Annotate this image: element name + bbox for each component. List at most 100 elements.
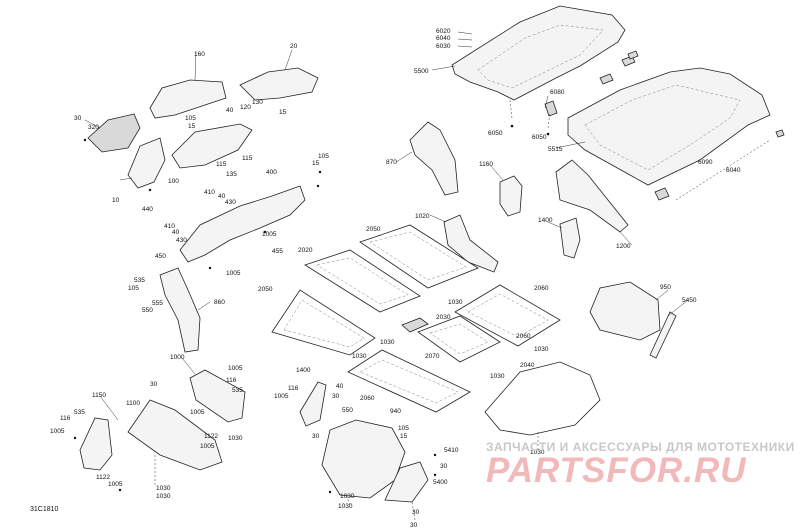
callout: 2060 xyxy=(516,333,531,340)
callout: 20 xyxy=(290,43,298,50)
callout: 1030 xyxy=(352,353,367,360)
bracket-1200 xyxy=(555,159,629,233)
callout: 1000 xyxy=(170,354,185,361)
callout: 1200 xyxy=(616,243,631,250)
callout: 15 xyxy=(312,160,320,167)
callout: 1005 xyxy=(226,270,241,277)
mat-2020 xyxy=(304,249,421,313)
callout: 1005 xyxy=(190,409,205,416)
callout: 5400 xyxy=(433,479,448,486)
panel-160 xyxy=(149,79,227,119)
panel-1150 xyxy=(79,417,113,471)
callout: 130 xyxy=(252,99,263,106)
callout: 1030 xyxy=(338,503,353,510)
panel-1160 xyxy=(499,175,523,217)
callout: 115 xyxy=(216,161,227,168)
callout: 135 xyxy=(226,171,237,178)
roof-leaders xyxy=(431,31,771,201)
callout: 5500 xyxy=(414,68,429,75)
panel-5400 xyxy=(384,461,429,503)
callout: 1100 xyxy=(126,400,140,407)
callout: 115 xyxy=(242,155,253,162)
callout: 15 xyxy=(188,123,196,130)
panel-1020 xyxy=(443,214,499,273)
roof-frame-5515 xyxy=(567,67,771,186)
callout: 6050 xyxy=(488,130,503,137)
callout: 30 xyxy=(410,522,418,529)
callout: 5450 xyxy=(682,297,697,304)
pillar-860 xyxy=(159,267,201,353)
mat-2050-left xyxy=(271,289,376,356)
callout: 440 xyxy=(142,206,153,213)
callout: 1030 xyxy=(534,346,549,353)
callout: 40 xyxy=(226,107,234,114)
grille-320 xyxy=(87,113,141,153)
callout: 1150 xyxy=(92,392,106,399)
callout: 940 xyxy=(390,408,401,415)
callout: 10 xyxy=(112,197,120,204)
callout: 1005 xyxy=(50,428,65,435)
callout: 1005 xyxy=(200,443,215,450)
panel-20 xyxy=(239,67,319,101)
callout: 116 xyxy=(60,415,71,422)
callout: 2070 xyxy=(425,353,440,360)
callout: 1030 xyxy=(340,493,355,500)
panel-870 xyxy=(409,121,459,196)
callout: 105 xyxy=(128,285,139,292)
callout: 320 xyxy=(88,124,99,131)
callout: 2040 xyxy=(520,362,535,369)
callout: 1030 xyxy=(530,449,545,456)
callout: 160 xyxy=(194,51,205,58)
callout: 860 xyxy=(214,299,225,306)
callout: 5410 xyxy=(444,447,459,454)
callout: 30 xyxy=(312,433,320,440)
callout: 1030 xyxy=(448,299,463,306)
callout: 1005 xyxy=(262,231,277,238)
callout: 6080 xyxy=(550,89,565,96)
roof-brackets xyxy=(544,50,785,201)
callout: 105 xyxy=(398,425,409,432)
panel-1400-bottom xyxy=(299,381,327,427)
mat-2070 xyxy=(417,315,501,363)
floor-2040 xyxy=(484,361,601,436)
callout: 105 xyxy=(185,115,196,122)
callout: 1030 xyxy=(156,485,171,492)
callout: 120 xyxy=(240,104,251,111)
leader-lines xyxy=(73,49,689,521)
callout: 15 xyxy=(279,109,287,116)
console-940 xyxy=(321,419,406,499)
callout: 105 xyxy=(318,153,329,160)
callout: 30 xyxy=(440,463,448,470)
watermark-tagline: ЗАПЧАСТИ И АКСЕССУАРЫ ДЛЯ МОТОТЕХНИКИ xyxy=(486,440,795,454)
callout: 1005 xyxy=(228,365,243,372)
panel-10 xyxy=(127,137,166,189)
callout: 410 xyxy=(164,223,175,230)
callout: 555 xyxy=(152,300,163,307)
mat-2050-top xyxy=(359,224,479,289)
mat-2030 xyxy=(401,317,429,333)
callout: 30 xyxy=(412,509,420,516)
callout: 6020 xyxy=(436,28,451,35)
callout: 40 xyxy=(336,383,344,390)
callout: 1160 xyxy=(479,161,493,168)
callout: 1400 xyxy=(296,367,311,374)
callout: 15 xyxy=(400,433,408,440)
callout: 1020 xyxy=(415,213,430,220)
callout: 40 xyxy=(218,193,226,200)
callout: 430 xyxy=(176,237,187,244)
callout: 2060 xyxy=(534,285,549,292)
bin-950 xyxy=(589,281,661,341)
callout: 1030 xyxy=(490,373,505,380)
callout: 30 xyxy=(332,393,340,400)
callout: 40 xyxy=(172,229,180,236)
callout: 1005 xyxy=(274,393,289,400)
console-100 xyxy=(171,123,253,169)
callout: 450 xyxy=(155,253,166,260)
diagram-id-code: 31C1810 xyxy=(30,506,59,513)
callout: 550 xyxy=(142,307,153,314)
callout: 30 xyxy=(150,381,158,388)
callout: 6090 xyxy=(698,159,713,166)
callout: 870 xyxy=(386,159,397,166)
callout: 1030 xyxy=(156,493,171,500)
